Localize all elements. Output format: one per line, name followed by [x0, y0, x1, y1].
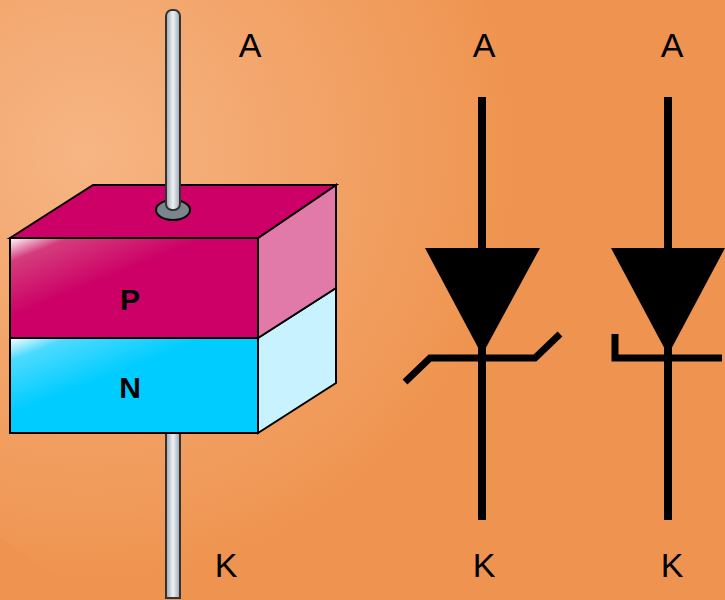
- terminal-label: A: [239, 28, 262, 62]
- n-region: [10, 338, 258, 433]
- zener-diode-symbol: [405, 97, 560, 520]
- zener-diode-symbol: [611, 97, 725, 520]
- terminal-label: A: [661, 28, 684, 62]
- cathode-lead: [166, 420, 180, 598]
- terminal-label: K: [473, 548, 496, 582]
- anode-lead: [166, 10, 180, 210]
- background-glow: [0, 0, 590, 600]
- terminal-label: K: [215, 548, 238, 582]
- region-label: P: [120, 285, 140, 315]
- p-region: [10, 238, 258, 338]
- terminal-label: K: [661, 548, 684, 582]
- region-label: N: [119, 373, 141, 403]
- terminal-label: A: [473, 28, 496, 62]
